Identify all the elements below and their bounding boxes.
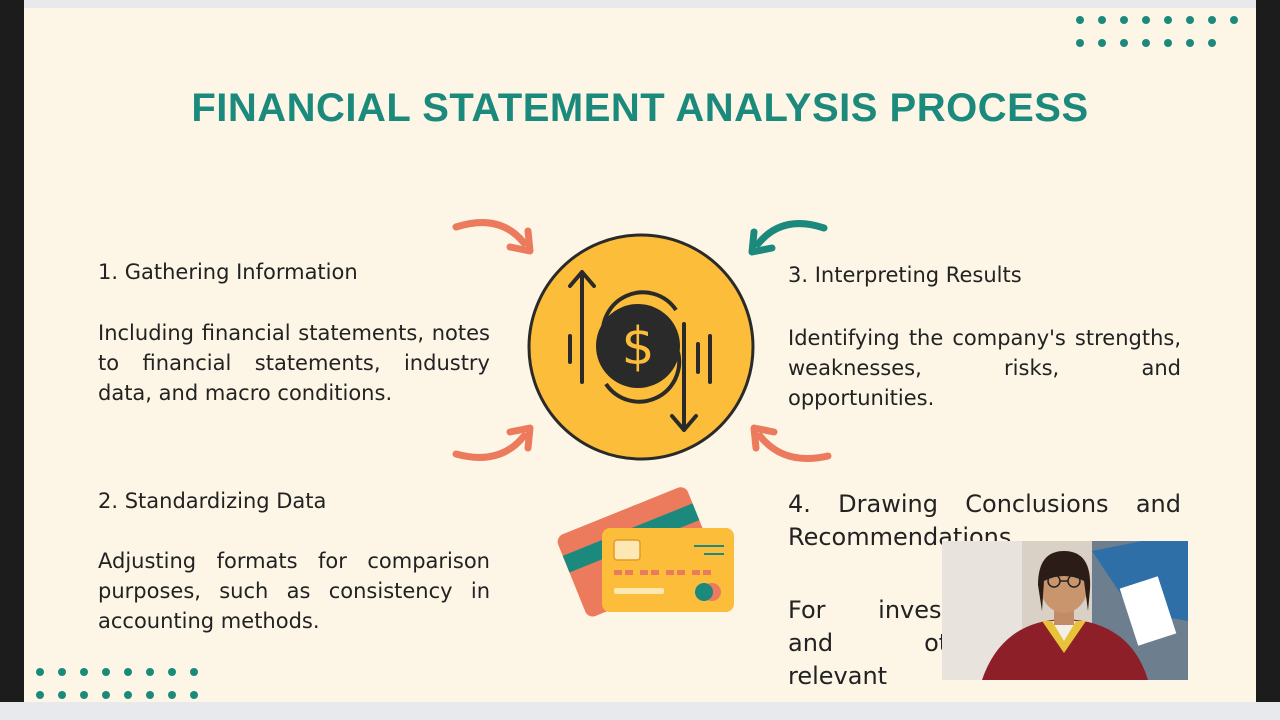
arrow-bottom-right-icon [750,424,832,462]
decorative-dots-top-right [1076,16,1238,47]
decorative-dots-bottom-left [36,668,198,699]
arrow-bottom-left-icon [452,424,534,461]
step-2-heading: 2. Standardizing Data [98,489,327,513]
right-letterbox [1256,0,1280,720]
step-1-body: Including financial statements, notes to… [98,321,490,405]
credit-cards-icon [557,487,734,617]
presentation-slide: FINANCIAL STATEMENT ANALYSIS PROCESS 1. … [24,8,1256,702]
dollar-cycle-icon: $ [527,233,755,461]
step-3-body: Identifying the company's strengths, wea… [788,326,1181,410]
step-3-heading: 3. Interpreting Results [788,263,1022,287]
step-1-heading: 1. Gathering Information [98,260,358,284]
top-frame-bar [0,0,1280,8]
arrow-top-left-icon [452,219,534,255]
presenter-webcam [942,541,1188,680]
slide-title: FINANCIAL STATEMENT ANALYSIS PROCESS [191,86,1089,130]
step-4-heading: 4. Drawing Conclusions and Recommendatio… [788,490,1181,551]
svg-text:$: $ [621,317,654,377]
bottom-frame-bar [0,702,1280,720]
presenter-video-frame [942,541,1188,680]
left-letterbox [0,0,24,720]
step-2-body: Adjusting formats for comparison purpose… [98,549,490,633]
arrow-top-right-icon [748,220,828,256]
